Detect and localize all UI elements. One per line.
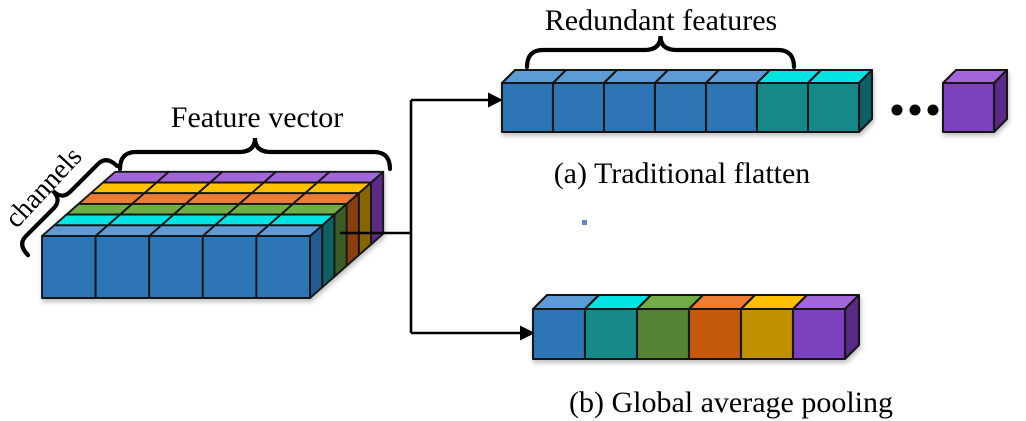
feature-vector-label: Feature vector bbox=[171, 101, 343, 134]
block-cell-front bbox=[94, 235, 151, 299]
feature-map-block bbox=[41, 170, 385, 299]
traditional-flatten-row bbox=[500, 68, 1009, 134]
block-cell-front bbox=[255, 235, 311, 299]
block-cell-top bbox=[304, 181, 372, 195]
gap-cube-teal-front bbox=[583, 307, 639, 361]
block-cell-front bbox=[201, 235, 258, 299]
flatten-cube-blue-front bbox=[500, 81, 555, 134]
block-cell-top bbox=[279, 202, 348, 216]
block-cell-front bbox=[41, 235, 97, 299]
flatten-cube-teal-front bbox=[755, 81, 810, 134]
ellipsis-dot bbox=[891, 104, 903, 116]
block-cell-top bbox=[292, 192, 360, 205]
block-cell-front bbox=[148, 235, 204, 299]
flatten-tail-cube-purple-front bbox=[941, 81, 996, 134]
block-cell-top bbox=[255, 224, 324, 237]
braces bbox=[20, 35, 797, 258]
gap-cube-blue-front bbox=[531, 307, 587, 361]
flatten-cube-blue-front bbox=[602, 81, 657, 134]
gap-cube-gold-front bbox=[739, 307, 795, 361]
block-row-teal-side bbox=[321, 213, 336, 289]
feature-vector-brace bbox=[117, 137, 393, 172]
caption-global-average-pooling: (b) Global average pooling bbox=[569, 386, 893, 419]
flatten-cube-blue-front bbox=[551, 81, 606, 134]
gap-cube-purple-front bbox=[791, 307, 847, 361]
block-row-blue-side bbox=[309, 224, 324, 299]
flatten-cube-teal-front bbox=[806, 81, 861, 134]
block-cell-top bbox=[316, 170, 385, 184]
redundant-features-brace bbox=[524, 35, 797, 70]
ellipsis-dot bbox=[927, 104, 939, 116]
flatten-cube-blue-front bbox=[704, 81, 759, 134]
arrowhead-to-flatten bbox=[488, 92, 503, 108]
block-row-gold-side bbox=[357, 181, 372, 257]
ellipsis-dot bbox=[909, 104, 921, 116]
stray-dot bbox=[582, 220, 587, 225]
connector-arrows bbox=[340, 92, 535, 341]
caption-traditional-flatten: (a) Traditional flatten bbox=[554, 157, 811, 190]
block-cell-top bbox=[267, 213, 336, 227]
redundant-features-label: Redundant features bbox=[545, 4, 777, 37]
arrowhead-to-gap bbox=[520, 325, 535, 341]
block-row-green-side bbox=[333, 202, 348, 278]
global-average-pooling-row bbox=[531, 293, 861, 361]
gap-cube-green-front bbox=[635, 307, 691, 361]
ellipsis-dots bbox=[891, 104, 939, 116]
channels-brace bbox=[20, 158, 120, 258]
block-row-orange-side bbox=[345, 192, 360, 267]
gap-cube-orange-front bbox=[687, 307, 743, 361]
flatten-cube-blue-front bbox=[653, 81, 708, 134]
